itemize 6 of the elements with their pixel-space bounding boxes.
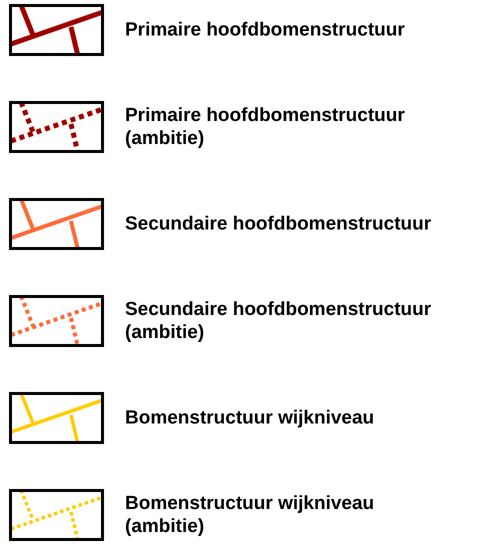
legend-label: Secundaire hoofdbomenstructuur (ambitie) [125, 298, 432, 344]
legend-label: Bomenstructuur wijkniveau [125, 406, 374, 430]
legend-label: Secundaire hoofdbomenstructuur [125, 212, 432, 236]
legend-label: Primaire hoofdbomenstructuur [125, 18, 405, 42]
legend-label: Bomenstructuur wijkniveau (ambitie) [125, 492, 376, 538]
legend-label: Primaire hoofdbomenstructuur (ambitie) [125, 104, 406, 150]
